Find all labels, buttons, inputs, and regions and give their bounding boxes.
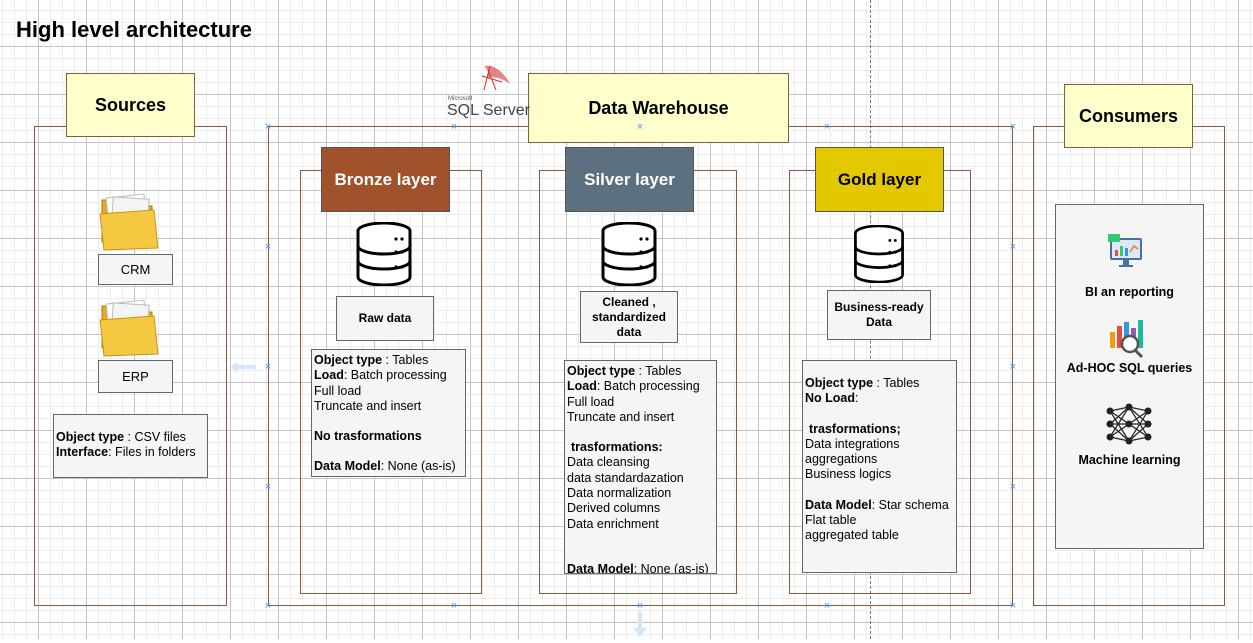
data-model-item: Flat table: [805, 513, 857, 528]
connection-point-icon: ×: [1009, 481, 1017, 493]
load-label: Load: [314, 368, 344, 383]
gold-label[interactable]: Business-ready Data: [827, 290, 931, 340]
gold-header[interactable]: Gold layer: [815, 147, 944, 212]
connection-point-icon: ×: [1009, 600, 1017, 612]
interface-value: : Files in folders: [108, 445, 196, 460]
transform-label: No trasformations: [314, 429, 422, 444]
object-type-label: Object type: [805, 376, 874, 390]
bronze-info-box[interactable]: Object type : Tables Load: Batch process…: [311, 349, 466, 477]
consumers-box[interactable]: [1055, 204, 1204, 549]
data-model-value: : None (as-is): [380, 459, 456, 474]
database-icon: [853, 224, 905, 284]
connection-point-icon: ×: [823, 121, 831, 133]
transform-item: Business logics: [805, 467, 892, 482]
transform-item: Data enrichment: [567, 516, 659, 531]
connection-point-icon: ×: [823, 600, 831, 612]
folder-icon: [96, 298, 162, 358]
source-erp[interactable]: ERP: [98, 360, 173, 393]
sources-info-box[interactable]: Object type : CSV files Interface: Files…: [53, 414, 208, 478]
transform-item: Data cleansing: [567, 455, 650, 470]
load-label: No Load: [805, 391, 855, 406]
data-model-value: : None (as-is): [633, 561, 709, 574]
gold-info-box[interactable]: Object type : Tables No Load: trasformat…: [802, 360, 957, 573]
transform-item: aggregations: [805, 452, 878, 467]
object-type-value: : Tables: [873, 376, 920, 390]
interface-label: Interface: [56, 445, 109, 460]
connection-point-icon: ×: [450, 121, 458, 133]
load-detail: Truncate and insert: [567, 409, 675, 424]
bronze-label[interactable]: Raw data: [336, 296, 434, 341]
silver-label[interactable]: Cleaned , standardized data: [580, 291, 678, 343]
transform-item: Data integrations: [805, 436, 900, 451]
load-detail: Full load: [567, 394, 615, 409]
consumers-header[interactable]: Consumers: [1064, 84, 1193, 148]
database-icon: [356, 221, 412, 287]
connection-point-icon: ×: [1009, 361, 1017, 373]
object-type-label: Object type: [56, 430, 125, 444]
arrow-down-icon: [632, 612, 648, 638]
connection-point-icon: ×: [264, 600, 272, 612]
sql-query-icon: [1108, 318, 1146, 359]
load-label: Load: [567, 379, 597, 394]
connection-point-icon: ×: [636, 600, 644, 612]
transform-label: trasformations:: [571, 440, 663, 455]
sql-server-small: Microsoft: [448, 96, 473, 102]
load-detail: Truncate and insert: [314, 398, 422, 413]
neural-network-icon: [1106, 403, 1152, 445]
data-model-value: : Star schema: [871, 497, 949, 512]
object-type-label: Object type: [567, 364, 636, 378]
source-crm[interactable]: CRM: [98, 254, 173, 285]
bi-dashboard-icon: [1108, 234, 1144, 268]
sql-server-icon: [481, 65, 510, 91]
object-type-value: : Tables: [382, 353, 429, 367]
diagram-title: High level architecture: [16, 17, 252, 42]
transform-item: data standardazation: [567, 470, 684, 485]
load-value: : Batch processing: [343, 368, 447, 383]
data-model-label: Data Model: [567, 561, 634, 574]
consumer-adhoc[interactable]: Ad-HOC SQL queries: [1066, 361, 1193, 375]
consumer-bi[interactable]: BI an reporting: [1085, 285, 1174, 299]
data-model-label: Data Model: [805, 497, 872, 512]
connection-point-icon: ×: [264, 121, 272, 133]
database-icon: [601, 221, 657, 287]
silver-header[interactable]: Silver layer: [565, 147, 694, 212]
transform-label: trasformations;: [809, 421, 901, 436]
connection-point-icon: ×: [636, 121, 644, 133]
connection-point-icon: ×: [1009, 241, 1017, 253]
connection-point-icon: ×: [1009, 121, 1017, 133]
load-value: :: [855, 391, 859, 406]
connection-point-icon: ×: [264, 361, 272, 373]
data-model-label: Data Model: [314, 459, 381, 474]
folder-icon: [96, 192, 162, 252]
sql-server-logo: Microsoft SQL Server: [446, 60, 530, 122]
transform-item: Derived columns: [567, 501, 661, 516]
sql-server-text: SQL Server: [447, 102, 530, 119]
silver-info-box[interactable]: Object type : Tables Load: Batch process…: [564, 360, 717, 574]
object-type-value: : Tables: [635, 364, 682, 378]
consumer-ml[interactable]: Machine learning: [1078, 453, 1181, 467]
object-type-value: : CSV files: [124, 430, 186, 444]
data-model-item: aggregated table: [805, 528, 899, 543]
connection-point-icon: ×: [264, 241, 272, 253]
bronze-header[interactable]: Bronze layer: [321, 147, 450, 212]
object-type-label: Object type: [314, 353, 383, 367]
transform-item: Data normalization: [567, 486, 672, 501]
arrow-connector-icon: [228, 360, 258, 372]
connection-point-icon: ×: [264, 481, 272, 493]
warehouse-header[interactable]: Data Warehouse: [528, 73, 789, 143]
load-value: : Batch processing: [596, 379, 700, 394]
connection-point-icon: ×: [450, 600, 458, 612]
sources-header[interactable]: Sources: [66, 73, 195, 137]
load-detail: Full load: [314, 383, 362, 398]
